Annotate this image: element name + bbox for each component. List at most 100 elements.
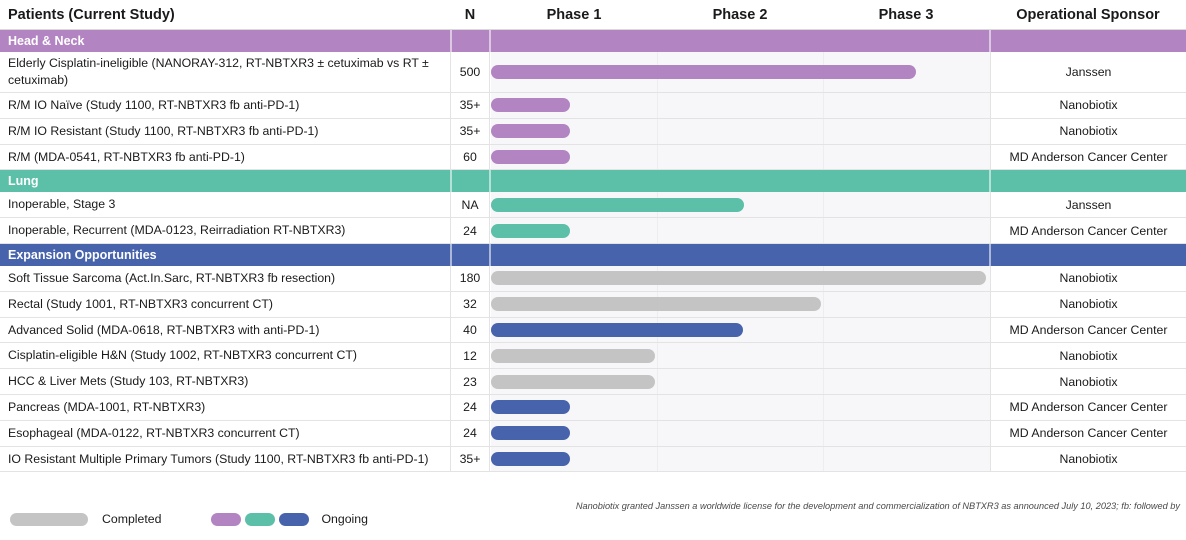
row-operational-sponsor: Nanobiotix <box>990 369 1186 394</box>
table-row[interactable]: R/M (MDA-0541, RT-NBTXR3 fb anti-PD-1) 60… <box>0 144 1186 171</box>
row-operational-sponsor: Nanobiotix <box>990 265 1186 291</box>
row-study-name: Soft Tissue Sarcoma (Act.In.Sarc, RT-NBT… <box>8 271 336 286</box>
section-band <box>0 170 1186 193</box>
table-row[interactable]: Inoperable, Recurrent (MDA-0123, Reirrad… <box>0 218 1186 244</box>
row-study-name: Pancreas (MDA-1001, RT-NBTXR3) <box>8 400 206 415</box>
row-patient-count: 35+ <box>450 118 490 144</box>
phase-bar[interactable] <box>491 98 570 113</box>
section-header-row: Head & Neck <box>0 30 1186 52</box>
table-row[interactable]: Cisplatin-eligible H&N (Study 1002, RT-N… <box>0 343 1186 370</box>
section-header-row: Lung <box>0 170 1186 193</box>
phase-divider-2 <box>823 446 824 472</box>
phase-divider-2 <box>823 291 824 317</box>
row-patient-count: 12 <box>450 343 490 369</box>
phase-bar[interactable] <box>491 65 916 79</box>
section-band <box>0 243 1186 266</box>
column-header-n: N <box>464 7 476 23</box>
column-header-patients: Patients (Current Study) <box>8 7 175 23</box>
row-study-name: R/M (MDA-0541, RT-NBTXR3 fb anti-PD-1) <box>8 149 245 164</box>
phase-bar[interactable] <box>491 223 570 238</box>
legend: Completed Ongoing <box>10 512 368 526</box>
phase-bar[interactable] <box>491 451 570 466</box>
phase-bar[interactable] <box>491 322 743 337</box>
row-operational-sponsor: MD Anderson Cancer Center <box>990 218 1186 243</box>
phase-track <box>491 265 990 291</box>
phase-bar[interactable] <box>491 271 986 286</box>
row-patient-count: 40 <box>450 317 490 343</box>
section-header-row: Expansion Opportunities <box>0 243 1186 266</box>
phase-divider-2 <box>823 394 824 420</box>
phase-track <box>491 144 990 170</box>
section-label: Head & Neck <box>8 34 85 48</box>
phase-divider-2 <box>823 317 824 343</box>
table-row[interactable]: IO Resistant Multiple Primary Tumors (St… <box>0 446 1186 473</box>
phase-divider-1 <box>657 394 658 420</box>
column-header-operational-sponsor: Operational Sponsor <box>1016 7 1160 23</box>
section-column-gap <box>489 30 491 52</box>
table-row[interactable]: Esophageal (MDA-0122, RT-NBTXR3 concurre… <box>0 420 1186 447</box>
footnote: Nanobiotix granted Janssen a worldwide l… <box>575 501 1180 511</box>
table-row[interactable]: Rectal (Study 1001, RT-NBTXR3 concurrent… <box>0 291 1186 318</box>
row-patient-count: 35+ <box>450 446 490 472</box>
row-study-name: Elderly Cisplatin-ineligible (NANORAY-31… <box>8 56 429 87</box>
row-study-name: Inoperable, Recurrent (MDA-0123, Reirrad… <box>8 223 346 238</box>
phase-track <box>491 369 990 394</box>
row-operational-sponsor: Nanobiotix <box>990 118 1186 144</box>
section-label: Expansion Opportunities <box>8 247 157 262</box>
phase-bar[interactable] <box>491 426 570 441</box>
row-operational-sponsor: Nanobiotix <box>990 343 1186 369</box>
phase-bar[interactable] <box>491 149 570 164</box>
phase-divider-1 <box>657 343 658 369</box>
row-patient-count: 24 <box>450 394 490 420</box>
row-operational-sponsor: MD Anderson Cancer Center <box>990 394 1186 420</box>
row-patient-count: 500 <box>450 52 490 92</box>
section-column-gap <box>450 243 452 266</box>
phase-track <box>491 218 990 243</box>
row-patient-count: 60 <box>450 144 490 170</box>
phase-track <box>491 343 990 369</box>
phase-divider-2 <box>823 420 824 446</box>
phase-track <box>491 420 990 446</box>
phase-bar[interactable] <box>491 124 570 139</box>
table-row[interactable]: R/M IO Resistant (Study 1100, RT-NBTXR3 … <box>0 118 1186 145</box>
phase-track <box>491 317 990 343</box>
section-label: Lung <box>8 174 39 189</box>
phase-divider-2 <box>823 118 824 144</box>
row-study-name: Cisplatin-eligible H&N (Study 1002, RT-N… <box>8 348 357 363</box>
column-header-phase-2: Phase 2 <box>712 7 768 23</box>
phase-divider-2 <box>823 192 824 218</box>
phase-bar[interactable] <box>491 374 655 389</box>
row-patient-count: NA <box>450 192 490 218</box>
phase-bar[interactable] <box>491 400 570 415</box>
phase-divider-1 <box>657 218 658 243</box>
row-operational-sponsor: MD Anderson Cancer Center <box>990 144 1186 170</box>
row-patient-count: 24 <box>450 420 490 446</box>
phase-divider-1 <box>657 446 658 472</box>
table-row[interactable]: Elderly Cisplatin-ineligible (NANORAY-31… <box>0 52 1186 93</box>
phase-bar[interactable] <box>491 297 821 312</box>
column-header-phase-1: Phase 1 <box>546 7 602 23</box>
row-study-name: IO Resistant Multiple Primary Tumors (St… <box>8 451 429 466</box>
table-row[interactable]: Soft Tissue Sarcoma (Act.In.Sarc, RT-NBT… <box>0 265 1186 292</box>
section-column-gap <box>489 243 491 266</box>
section-column-gap <box>989 243 991 266</box>
phase-bar[interactable] <box>491 197 744 212</box>
table-row[interactable]: R/M IO Naïve (Study 1100, RT-NBTXR3 fb a… <box>0 93 1186 119</box>
row-study-name: HCC & Liver Mets (Study 103, RT-NBTXR3) <box>8 374 249 389</box>
table-row[interactable]: HCC & Liver Mets (Study 103, RT-NBTXR3)2… <box>0 369 1186 395</box>
row-operational-sponsor: Janssen <box>990 52 1186 92</box>
phase-track <box>491 118 990 144</box>
table-row[interactable]: Advanced Solid (MDA-0618, RT-NBTXR3 with… <box>0 317 1186 344</box>
legend-swatch-ongoing-1 <box>245 512 276 526</box>
phase-bar[interactable] <box>491 348 655 363</box>
row-study-name: R/M IO Naïve (Study 1100, RT-NBTXR3 fb a… <box>8 98 300 113</box>
row-study-name: Esophageal (MDA-0122, RT-NBTXR3 concurre… <box>8 425 300 440</box>
section-column-gap <box>489 170 491 193</box>
section-band <box>0 30 1186 52</box>
table-row[interactable]: Pancreas (MDA-1001, RT-NBTXR3) 24 MD Ander… <box>0 394 1186 421</box>
phase-divider-2 <box>823 369 824 394</box>
phase-track <box>491 192 990 218</box>
phase-divider-2 <box>823 93 824 118</box>
